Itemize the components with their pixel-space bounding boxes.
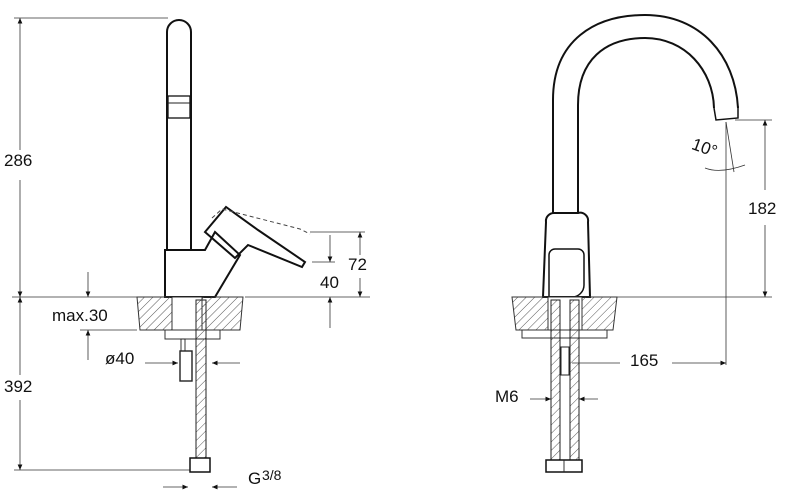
dim-diameter-label: ø40: [105, 349, 134, 368]
dim-72-label: 72: [348, 255, 367, 274]
lever-handle: [203, 205, 307, 269]
dim-182-label: 182: [748, 199, 776, 218]
side-view: 286 392 max.30 72 40: [4, 17, 370, 490]
stud: [180, 338, 186, 352]
front-mixer-body: [541, 211, 592, 298]
dim-40-label: 40: [320, 273, 339, 292]
front-mounting-plate: [521, 329, 608, 339]
spout-angle-line: [725, 121, 735, 173]
dim-286-label: 286: [4, 151, 32, 170]
spout-tube: [166, 19, 192, 250]
lever-open-position: [211, 208, 311, 235]
thread-fraction-label: 3/8: [262, 467, 282, 483]
hose-right: [569, 299, 580, 461]
dim-392-label: 392: [4, 377, 32, 396]
spout-inner: [577, 36, 715, 213]
mounting-plate: [164, 329, 221, 340]
spout-aerator: [713, 106, 739, 121]
hose-left: [550, 299, 561, 461]
front-lever: [548, 248, 585, 298]
angle-arc: [704, 164, 746, 171]
supply-hose: [195, 299, 207, 459]
m6-label: M6: [495, 387, 519, 406]
dim-165-label: 165: [630, 351, 658, 370]
spout-outer: [552, 13, 739, 213]
front-view: 182 10° 165 M6: [495, 13, 776, 473]
angle-label: 10°: [689, 134, 720, 161]
front-stud: [560, 346, 570, 376]
dim-max30-label: max.30: [52, 306, 108, 325]
spout-aerator-band: [167, 95, 191, 119]
mixer-body: [164, 230, 242, 298]
thread-label: G: [248, 469, 261, 488]
hose-nut: [189, 457, 211, 473]
fixing-nut: [179, 350, 193, 382]
